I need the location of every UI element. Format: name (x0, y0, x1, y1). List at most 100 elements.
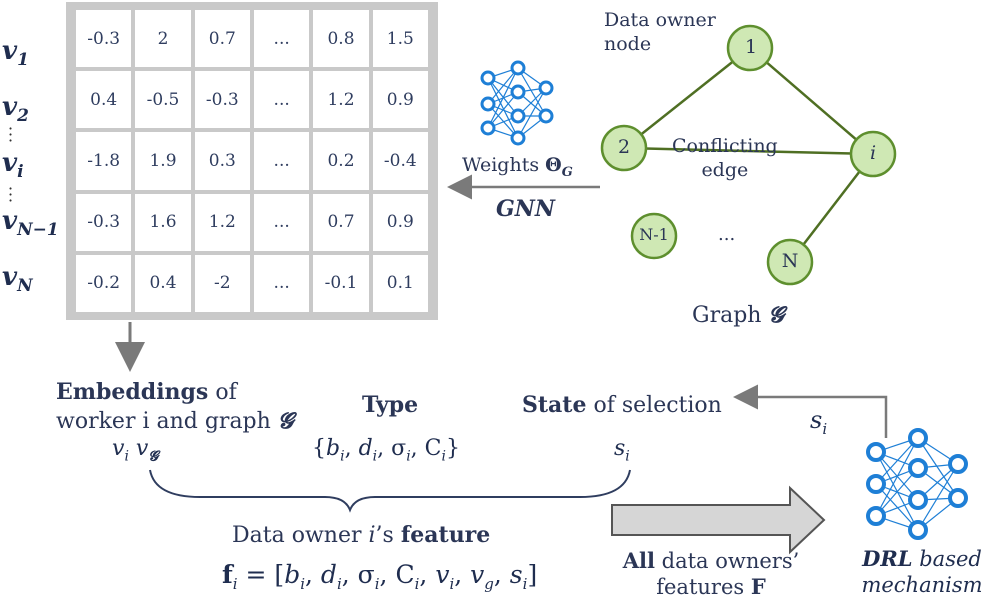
feature-formula: fi = [bi, di, σi, Ci, vi, vg, si] (222, 560, 538, 593)
nn-neuron (510, 60, 526, 76)
nn-neuron (948, 488, 968, 508)
matrix-cell: 0.1 (372, 254, 428, 312)
matrix-cell: -0.2 (76, 254, 132, 312)
matrix-cell: ... (253, 132, 310, 190)
nn-neuron (538, 108, 554, 124)
nn-connection (917, 437, 959, 499)
nn-connection (875, 483, 919, 531)
nn-neuron (510, 84, 526, 100)
gnn-weights-label: Weights ΘG (462, 154, 573, 180)
matrix-cell: 1.6 (135, 193, 191, 251)
row-label-vn-1: vN−1 (2, 206, 59, 241)
matrix-cell: 1.2 (313, 71, 369, 129)
nn-neuron (908, 428, 928, 448)
nn-connection (875, 467, 919, 517)
matrix-cell: 0.4 (135, 254, 191, 312)
drl-mechanism-label: DRL based mechanism (861, 546, 983, 597)
nn-neuron (866, 474, 886, 494)
edge-1-2 (623, 47, 751, 149)
nn-neuron (510, 130, 526, 146)
state-var: si (614, 436, 630, 465)
nn-connection (875, 437, 919, 517)
nn-connection (487, 67, 519, 105)
matrix-cell: -0.1 (313, 254, 369, 312)
feature-brace (149, 469, 631, 513)
nn-neuron (866, 506, 886, 526)
matrix-cell: 0.2 (313, 132, 369, 190)
nn-connection (487, 77, 519, 139)
matrix-cell: -1.8 (76, 132, 132, 190)
matrix-cell: 0.7 (313, 193, 369, 251)
matrix-cell: -0.3 (194, 71, 250, 129)
matrix-cell: 0.9 (372, 71, 428, 129)
graph-node-n-1 (630, 212, 678, 260)
edge-1-i (749, 47, 874, 155)
matrix-cell: ... (253, 71, 310, 129)
graph-ellipsis: ... (718, 224, 736, 245)
graph-node-n (766, 238, 814, 286)
conflicting-edge-label: Conflicting edge (672, 135, 778, 181)
nn-neuron (866, 442, 886, 462)
graph-node-i (849, 130, 897, 178)
matrix-cell: -0.4 (372, 132, 428, 190)
type-expression: {bi, di, σi, Ci} (312, 436, 460, 465)
matrix-cell: 1.5 (372, 10, 428, 68)
nn-connection (517, 67, 547, 117)
all-features-block-arrow (611, 485, 826, 555)
row-label-vn: vN (2, 262, 33, 297)
nn-connection (487, 91, 519, 129)
nn-connection (875, 451, 919, 531)
drl-output-s: si (810, 406, 828, 438)
matrix-cell: 0.4 (76, 71, 132, 129)
matrix-cell: 0.9 (372, 193, 428, 251)
nn-neuron (948, 454, 968, 474)
state-of-selection-label: State of selection (522, 392, 722, 418)
matrix-cell: -0.5 (135, 71, 191, 129)
node-label-2: 2 (617, 136, 631, 158)
row-label-v1: v1 (2, 36, 29, 71)
feature-label: Data owner i’s feature (232, 522, 491, 548)
gnn-label: GNN (496, 196, 556, 222)
drl-to-state-arrow (733, 384, 888, 438)
matrix-cell: 0.8 (313, 10, 369, 68)
matrix-cell: -2 (194, 254, 250, 312)
matrix-cell: -0.3 (76, 193, 132, 251)
embedding-vars: vi v𝓖 (112, 436, 159, 465)
matrix-cell: 0.7 (194, 10, 250, 68)
nn-connection (917, 463, 959, 531)
node-label-i: i (869, 142, 877, 164)
matrix-cell: 2 (135, 10, 191, 68)
vertical-dots: ··· (8, 179, 14, 210)
vertical-dots: ··· (8, 119, 14, 150)
drl-neural-network-icon (866, 428, 968, 540)
matrix-cell: ... (253, 193, 310, 251)
row-label-v2: v2 (2, 92, 29, 127)
nn-connection (517, 87, 547, 139)
matrix-cell: 0.3 (194, 132, 250, 190)
nn-connection (487, 67, 519, 129)
graph-node-1 (726, 24, 774, 72)
nn-connection (875, 437, 919, 485)
matrix-cell: 1.2 (194, 193, 250, 251)
graph-node-2 (600, 124, 648, 172)
node-label-n-1: N-1 (639, 225, 669, 244)
nn-neuron (480, 96, 496, 112)
nn-neuron (480, 120, 496, 136)
nn-connection (487, 103, 519, 139)
node-label-1: 1 (744, 36, 758, 58)
matrix-cell: -0.3 (76, 10, 132, 68)
nn-neuron (510, 108, 526, 124)
gnn-neural-network-icon (480, 60, 554, 146)
node-label-n: N (781, 250, 799, 272)
matrix-cell: ... (253, 10, 310, 68)
matrix-cell: 1.9 (135, 132, 191, 190)
edge-2-i-conflicting (623, 146, 874, 156)
embeddings-label: Embeddings of worker i and graph 𝓖 (56, 379, 294, 434)
graph-caption: Graph 𝓖 (692, 302, 784, 328)
nn-neuron (538, 80, 554, 96)
matrix-cell: ... (253, 254, 310, 312)
nn-neuron (908, 520, 928, 540)
nn-neuron (908, 490, 928, 510)
